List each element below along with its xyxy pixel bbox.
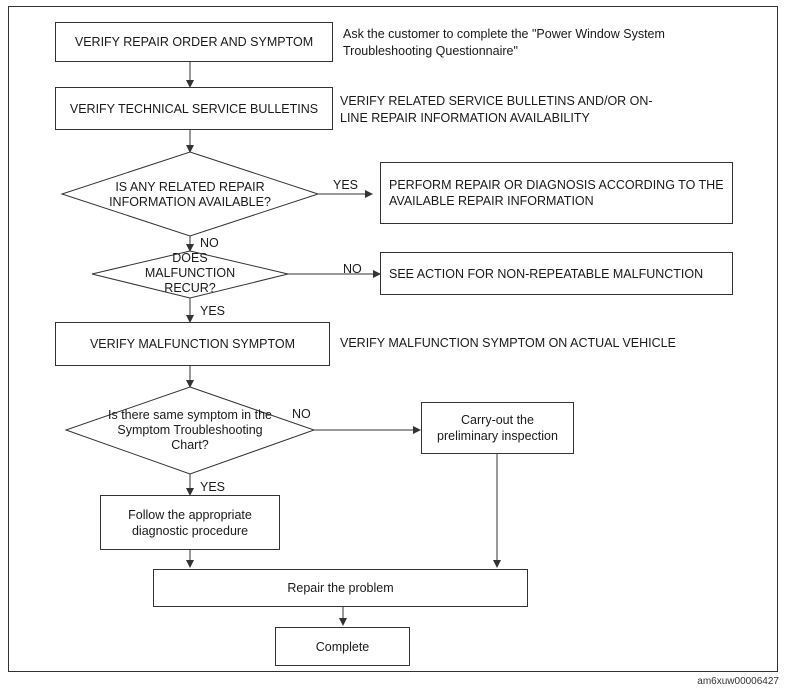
follow-procedure-box: Follow the appropriate diagnostic proced… (100, 495, 280, 550)
decision-line: MALFUNCTION (144, 266, 236, 280)
preliminary-inspection-box: Carry-out the preliminary inspection (421, 402, 574, 454)
follow-procedure-line: diagnostic procedure (131, 523, 249, 538)
diagram-frame (8, 6, 778, 672)
figure-code: am6xuw00006427 (697, 676, 779, 687)
decision-diamond-recur (91, 250, 289, 299)
decision-line: DOES (172, 251, 208, 265)
decision-diamond-repair-info (60, 151, 320, 237)
preliminary-line: Carry-out the (461, 413, 534, 427)
yes-label-repair-info: YES (333, 178, 359, 192)
complete-box: Complete (275, 627, 410, 666)
decision-same-symptom-text: Is there same symptom in the Symptom Tro… (85, 408, 295, 453)
no-label-recur: NO (343, 262, 362, 276)
no-label-same-symptom: NO (292, 407, 311, 421)
perform-repair-line: PERFORM REPAIR OR DIAGNOSIS ACCORDING TO… (389, 178, 724, 192)
verify-repair-order-box: VERIFY REPAIR ORDER AND SYMPTOM (55, 22, 333, 62)
decision-line: IS ANY RELATED REPAIR (115, 180, 265, 194)
decision-line: INFORMATION AVAILABLE? (109, 195, 271, 209)
verify-symptom-box: VERIFY MALFUNCTION SYMPTOM (55, 322, 330, 366)
note-line: Ask the customer to complete the "Power … (343, 27, 665, 41)
yes-label-same-symptom: YES (200, 480, 226, 494)
decision-line: Symptom Troubleshooting (117, 423, 263, 437)
complete-text: Complete (315, 639, 370, 654)
note-line: LINE REPAIR INFORMATION AVAILABILITY (340, 111, 590, 125)
verify-tsb-box: VERIFY TECHNICAL SERVICE BULLETINS (55, 87, 333, 130)
perform-repair-box: PERFORM REPAIR OR DIAGNOSIS ACCORDING TO… (380, 162, 733, 224)
note-line: VERIFY RELATED SERVICE BULLETINS AND/OR … (340, 94, 653, 108)
repair-problem-box: Repair the problem (153, 569, 528, 607)
decision-recur-text: DOES MALFUNCTION RECUR? (120, 251, 260, 296)
perform-repair-line: AVAILABLE REPAIR INFORMATION (389, 194, 594, 208)
preliminary-line: preliminary inspection (437, 429, 558, 443)
yes-label-recur: YES (200, 304, 226, 318)
non-repeatable-text: SEE ACTION FOR NON-REPEATABLE MALFUNCTIO… (389, 266, 704, 281)
verify-repair-order-note: Ask the customer to complete the "Power … (343, 26, 665, 60)
verify-tsb-note: VERIFY RELATED SERVICE BULLETINS AND/OR … (340, 93, 653, 127)
note-line: Troubleshooting Questionnaire" (343, 44, 518, 58)
decision-line: RECUR? (164, 281, 216, 295)
decision-repair-info-text: IS ANY RELATED REPAIR INFORMATION AVAILA… (90, 180, 290, 210)
verify-tsb-text: VERIFY TECHNICAL SERVICE BULLETINS (69, 101, 319, 116)
decision-diamond-same-symptom (64, 386, 316, 475)
decision-line: Chart? (171, 438, 209, 452)
decision-line: Is there same symptom in the (108, 408, 272, 422)
repair-problem-text: Repair the problem (287, 581, 394, 595)
verify-repair-order-text: VERIFY REPAIR ORDER AND SYMPTOM (74, 35, 314, 49)
verify-symptom-text: VERIFY MALFUNCTION SYMPTOM (89, 337, 296, 351)
follow-procedure-line: Follow the appropriate (128, 507, 252, 522)
verify-symptom-note: VERIFY MALFUNCTION SYMPTOM ON ACTUAL VEH… (340, 336, 676, 350)
non-repeatable-box: SEE ACTION FOR NON-REPEATABLE MALFUNCTIO… (380, 252, 733, 295)
no-label-repair-info: NO (200, 236, 219, 250)
